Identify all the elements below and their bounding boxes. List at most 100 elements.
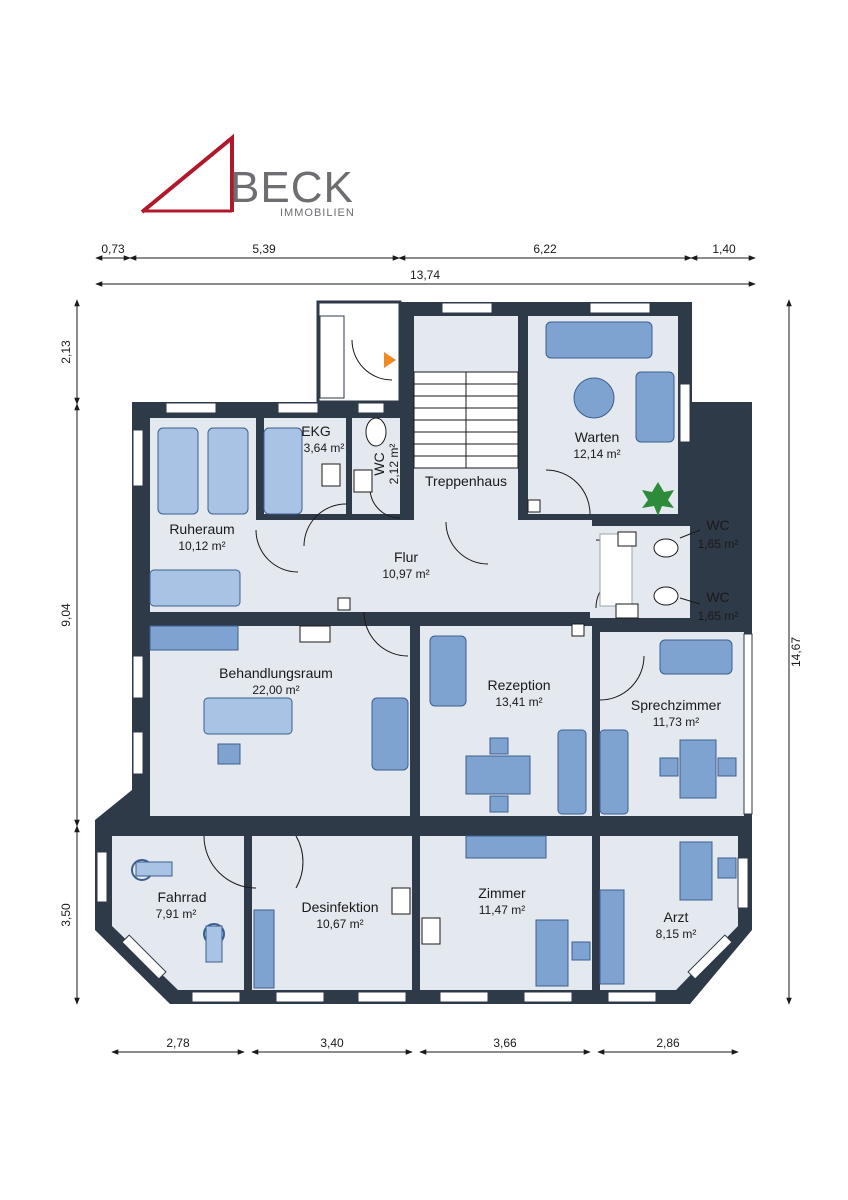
sink-icon	[299, 625, 331, 643]
dimension-left: 2,13 9,04 3,50	[59, 299, 80, 1005]
cabinet-icon	[599, 889, 625, 985]
room-name-warten: Warten	[575, 429, 620, 445]
sofa-icon	[545, 321, 653, 359]
desk-icon	[535, 919, 569, 987]
table-icon	[573, 377, 615, 419]
desk-icon	[679, 841, 713, 901]
sink-icon	[617, 531, 637, 547]
armchair-icon	[635, 371, 675, 443]
desk-icon	[465, 755, 531, 795]
windows	[96, 302, 753, 1003]
window	[439, 991, 489, 1003]
chair-icon	[489, 737, 509, 755]
room-area-fahrrad: 7,91 m²	[156, 907, 197, 921]
room-name-wc-1: WC	[371, 452, 387, 475]
sink-icon	[353, 469, 373, 493]
room-name-wc-3: WC	[706, 589, 729, 605]
window	[441, 302, 493, 314]
room-name-treppenhaus: Treppenhaus	[425, 473, 507, 489]
window	[589, 302, 651, 314]
toilet-icon	[653, 586, 679, 606]
room-name-zimmer: Zimmer	[478, 885, 526, 901]
chair-icon	[571, 941, 591, 961]
sink-icon	[615, 603, 639, 619]
room-name-ruheraum: Ruheraum	[169, 521, 234, 537]
room-area-ekg: 3,64 m²	[304, 441, 345, 455]
dim-left-2: 9,04	[59, 603, 73, 627]
room-name-arzt: Arzt	[664, 909, 689, 925]
room-area-wc-3: 1,65 m²	[698, 609, 739, 623]
room-name-rezeption: Rezeption	[487, 677, 550, 693]
window	[132, 429, 144, 487]
shelf-icon	[465, 835, 547, 859]
column-icon	[527, 499, 541, 513]
onoffice-signature: onOffice	[677, 486, 686, 516]
room-area-arzt: 8,15 m²	[656, 927, 697, 941]
column-icon	[337, 597, 351, 611]
plant-icon	[642, 482, 674, 516]
dim-left-1: 2,13	[59, 340, 73, 364]
dimension-top: 0,73 5,39 6,22 1,40 13,74	[95, 242, 756, 287]
room-area-wc-2: 1,65 m²	[698, 537, 739, 551]
dim-bottom-4: 2,86	[656, 1036, 680, 1050]
stool-icon	[217, 743, 241, 765]
window	[132, 731, 144, 775]
window	[607, 991, 657, 1003]
column-icon	[571, 623, 585, 637]
counter-icon	[557, 729, 587, 815]
window	[357, 402, 385, 414]
room-area-wc-1: 2,12 m²	[387, 444, 401, 485]
dim-top-2: 5,39	[252, 242, 276, 256]
logo-roof-icon	[140, 133, 234, 214]
window	[679, 383, 691, 443]
sofa-icon	[429, 635, 467, 707]
sofa-icon	[371, 697, 409, 771]
brand-tagline: IMMOBILIEN	[280, 207, 355, 219]
brand-logo: BECK IMMOBILIEN	[140, 133, 355, 219]
room-name-behandlungsraum: Behandlungsraum	[219, 665, 333, 681]
entrance-arrow-icon	[384, 352, 396, 368]
dim-bottom-3: 3,66	[493, 1036, 517, 1050]
furniture	[131, 321, 737, 989]
window	[165, 402, 217, 414]
brand-name: BECK	[230, 163, 354, 212]
window	[121, 934, 167, 980]
sofa-icon	[659, 639, 733, 675]
counter-icon	[149, 625, 239, 651]
counter-icon	[253, 909, 275, 989]
window	[737, 857, 749, 909]
window	[357, 991, 407, 1003]
chair-icon	[717, 857, 737, 879]
counter-icon	[599, 729, 629, 815]
bed-icon	[207, 427, 249, 515]
dim-bottom-2: 3,40	[320, 1036, 344, 1050]
room-area-ruheraum: 10,12 m²	[178, 539, 225, 553]
sink-icon	[321, 463, 341, 487]
staircase	[384, 352, 519, 469]
room-area-sprechzimmer: 11,73 m²	[653, 715, 699, 729]
desk-icon	[679, 739, 717, 799]
toilet-icon	[653, 538, 679, 558]
chair-icon	[717, 757, 737, 777]
window	[275, 991, 325, 1003]
room-name-ekg: EKG	[301, 423, 331, 439]
room-name-fahrrad: Fahrrad	[157, 889, 206, 905]
window	[132, 655, 144, 699]
window	[523, 991, 573, 1003]
room-area-flur: 10,97 m²	[382, 567, 429, 581]
dim-top-1: 0,73	[101, 242, 125, 256]
sink-icon	[391, 887, 411, 915]
dim-right-total: 14,67	[789, 637, 803, 667]
toilet-icon	[365, 417, 387, 447]
sink-icon	[421, 917, 441, 945]
dim-bottom-1: 2,78	[166, 1036, 190, 1050]
room-area-behandlungsraum: 22,00 m²	[252, 683, 299, 697]
room-name-wc-2: WC	[706, 517, 729, 533]
dim-left-3: 3,50	[59, 903, 73, 927]
treatment-bed-icon	[203, 697, 293, 735]
room-labels: Warten 12,14 m² Treppenhaus EKG 3,64 m² …	[156, 423, 739, 941]
room-area-desinfektion: 10,67 m²	[316, 917, 363, 931]
room-area-zimmer: 11,47 m²	[479, 903, 525, 917]
room-name-desinfektion: Desinfektion	[301, 899, 378, 915]
window	[96, 851, 108, 903]
